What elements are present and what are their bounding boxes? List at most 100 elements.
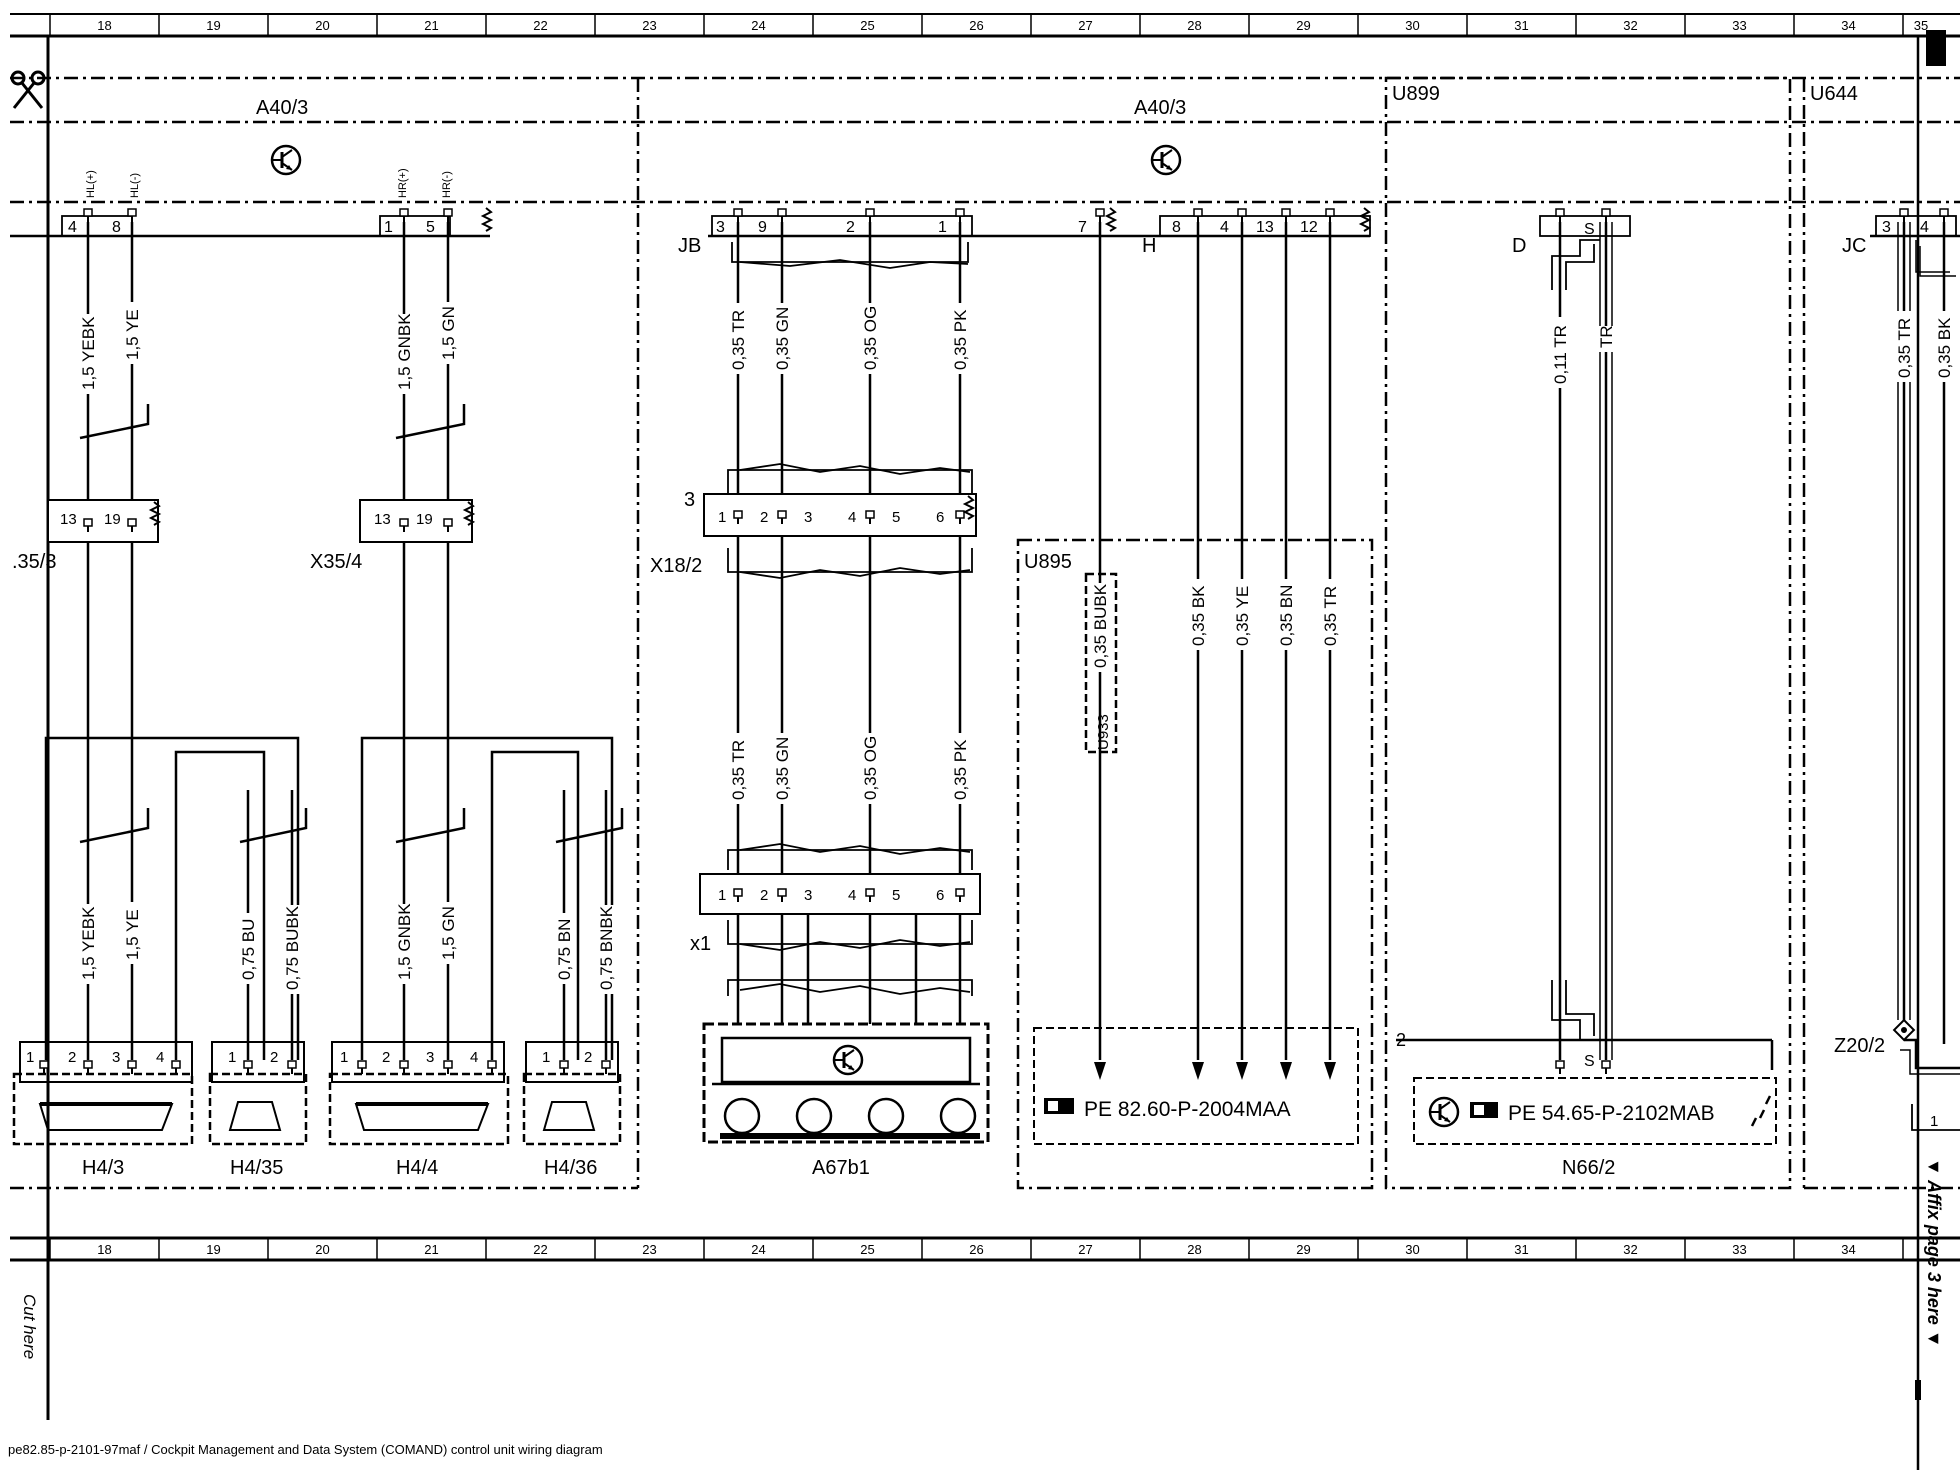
pin-number: 9 xyxy=(758,219,767,236)
x18-2-connector xyxy=(699,493,981,915)
signal-hr-plus: HR(+) xyxy=(397,168,409,198)
wire-label-background xyxy=(952,733,968,804)
pin-number: 1 xyxy=(938,219,947,236)
pin-number: 3 xyxy=(804,887,812,904)
splice-z20-2: Z20/2 xyxy=(1834,1035,1885,1057)
pin-number: 2 xyxy=(760,887,768,904)
pin-number: 3 xyxy=(804,509,812,526)
wire-label: 0,35 TR xyxy=(1895,318,1914,378)
wire-label-background xyxy=(396,314,412,394)
grid-number: 30 xyxy=(1405,1242,1419,1257)
connector-x18-2-number: 3 xyxy=(684,489,695,511)
grid-number: 27 xyxy=(1078,18,1092,33)
grid-number-cut: 35 xyxy=(1914,18,1928,33)
pin-number: 8 xyxy=(112,219,121,236)
wire-label-background xyxy=(1234,579,1250,650)
connector-x18-2: X18/2 xyxy=(650,555,702,577)
connector-x1: x1 xyxy=(690,933,711,955)
pin-number: 8 xyxy=(1172,219,1181,236)
wire-label: 0,11 TR xyxy=(1551,325,1570,384)
grid-number: 29 xyxy=(1296,1242,1310,1257)
wire-label-background xyxy=(952,303,968,374)
pin-number: 4 xyxy=(156,1049,164,1066)
wire-label: 0,75 BU xyxy=(239,919,258,980)
wire-label: 0,35 TR xyxy=(1321,586,1340,646)
wire-label: 0,35 TR xyxy=(729,310,748,370)
wire-label: 0,35 PK xyxy=(951,739,970,800)
grid-number: 24 xyxy=(751,1242,765,1257)
pin-number: 4 xyxy=(470,1049,478,1066)
wire-label-background xyxy=(598,905,614,994)
wire-label: 0,35 BN xyxy=(1277,585,1296,646)
wire-label-background xyxy=(1598,326,1614,352)
pin-number: 1 xyxy=(340,1049,348,1066)
hand-pointer-icon xyxy=(1044,1098,1074,1114)
connector-jb: JB xyxy=(678,235,701,257)
cut-here-label: Cut here xyxy=(20,1294,39,1359)
a67b1-unit xyxy=(702,1022,990,1144)
wire-label: 1,5 GNBK xyxy=(395,313,414,390)
grid-number: 33 xyxy=(1732,18,1746,33)
component-h4-36: H4/36 xyxy=(544,1157,597,1179)
corner-black-block xyxy=(1926,30,1946,66)
component-h4-4: H4/4 xyxy=(396,1157,438,1179)
pin-number: 1 xyxy=(228,1049,236,1066)
component-a67b1: A67b1 xyxy=(812,1157,870,1179)
reference-pe-82-60: PE 82.60-P-2004MAA xyxy=(1084,1098,1291,1121)
wire-label: 1,5 YE xyxy=(123,309,142,360)
wire-label: 1,5 GN xyxy=(439,906,458,960)
pin-number: 5 xyxy=(892,887,900,904)
grid-number: 32 xyxy=(1623,18,1637,33)
pin-number: 19 xyxy=(416,511,433,528)
wire-label-background xyxy=(774,303,790,374)
pin-number: 5 xyxy=(426,219,435,236)
bus-pins xyxy=(61,215,1957,237)
pin-number: 1 xyxy=(384,219,393,236)
wire-label: 1,5 GNBK xyxy=(395,903,414,980)
connector-zigzags xyxy=(482,207,1370,232)
speaker-pin-marks xyxy=(39,1060,611,1075)
pin-number: 3 xyxy=(112,1049,120,1066)
grid-number: 22 xyxy=(533,18,547,33)
wire-label: 0,35 YE xyxy=(1233,586,1252,646)
connector-jc: JC xyxy=(1842,235,1866,257)
x35-pin-numbers: 13 19 13 19 xyxy=(60,511,433,528)
grid-number: 18 xyxy=(97,18,111,33)
pin-number: 13 xyxy=(374,511,391,528)
connector-x35-4: X35/4 xyxy=(310,551,362,573)
z20-2-splice xyxy=(1892,1018,1916,1042)
wire-label-background xyxy=(1936,311,1952,382)
wire-label: 0,35 BUBK xyxy=(1091,583,1110,668)
signal-hl-minus: HL(-) xyxy=(129,173,141,198)
pin-s-bottom: S xyxy=(1584,1053,1595,1070)
component-h4-3: H4/3 xyxy=(82,1157,124,1179)
wire-label-background xyxy=(862,303,878,374)
grid-number: 20 xyxy=(315,1242,329,1257)
pin-number: 13 xyxy=(60,511,77,528)
wire-label: 0,35 TR xyxy=(729,740,748,800)
wire-label-background xyxy=(1092,583,1108,672)
pin-number: 4 xyxy=(1920,219,1929,236)
signal-hr-minus: HR(-) xyxy=(441,171,453,198)
a403-right-label: A40/3 xyxy=(1134,97,1186,119)
component-n66-2: N66/2 xyxy=(1562,1157,1615,1179)
pin-number: 5 xyxy=(892,509,900,526)
wire-label: 0,75 BNBK xyxy=(597,905,616,990)
wire-label: 1,5 YE xyxy=(123,909,142,960)
wire-label-background xyxy=(284,905,300,994)
control-unit-symbol-icon xyxy=(1150,144,1182,176)
wire-label-background xyxy=(124,302,140,364)
u644-label: U644 xyxy=(1810,83,1858,105)
pin-number: 6 xyxy=(936,509,944,526)
wire-label: 0,35 BK xyxy=(1189,585,1208,646)
pin-number: 3 xyxy=(1882,219,1891,236)
wire-label: 0,75 BUBK xyxy=(283,905,302,990)
pin-number: 2 xyxy=(270,1049,278,1066)
grid-number: 21 xyxy=(424,18,438,33)
pin-number: 2 xyxy=(584,1049,592,1066)
u933-label: U933 xyxy=(1095,714,1112,750)
wire-label-background xyxy=(1896,311,1912,382)
pin-number: 1 xyxy=(1930,1113,1938,1130)
grid-number: 32 xyxy=(1623,1242,1637,1257)
